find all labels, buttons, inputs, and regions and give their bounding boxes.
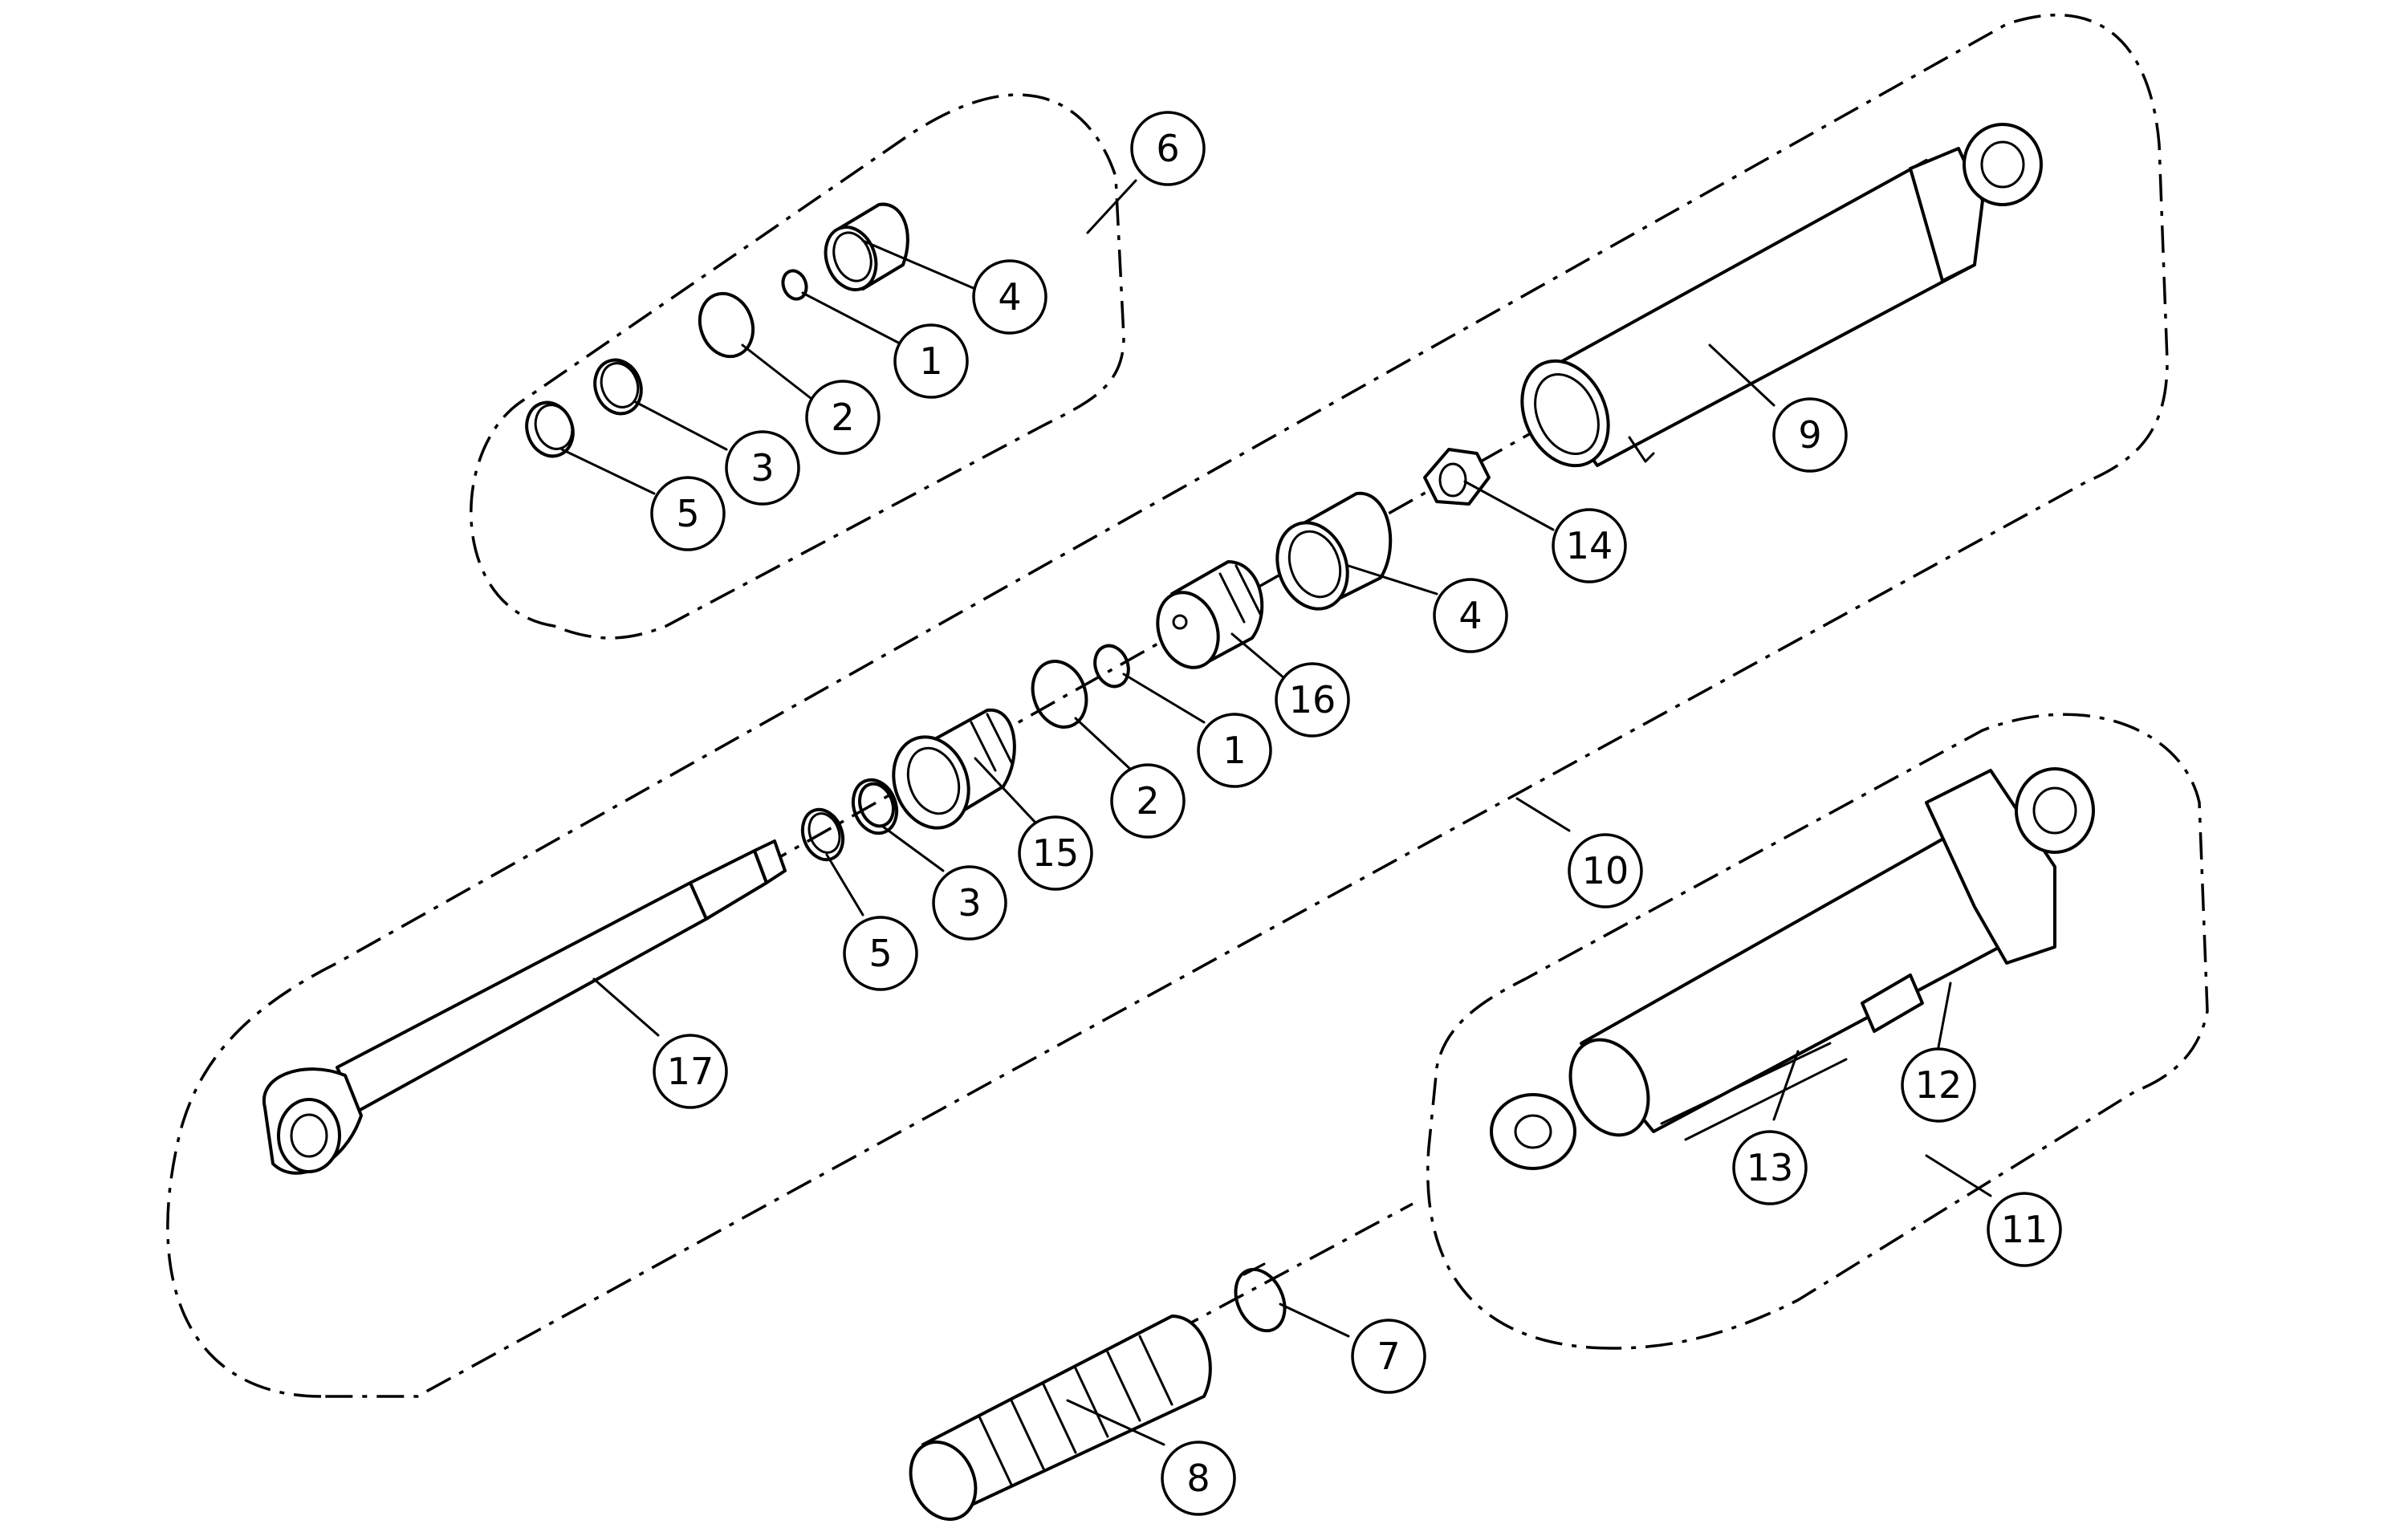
svg-text:7: 7: [1377, 1335, 1400, 1378]
o-ring-1: [1093, 644, 1130, 689]
svg-text:3: 3: [958, 881, 981, 925]
callout-15: 15: [1018, 815, 1093, 891]
callout-10: 10: [1568, 833, 1643, 908]
svg-text:16: 16: [1289, 678, 1336, 721]
o-ring-2-kit: [698, 291, 755, 359]
callout-3: 3: [725, 430, 800, 506]
leader-lines: [560, 179, 1992, 1446]
piston-rod-17: [262, 839, 787, 1175]
svg-text:5: 5: [868, 932, 892, 975]
callout-7: 7: [1351, 1319, 1426, 1394]
bushing-4: [1275, 491, 1393, 611]
seal-5: [800, 807, 845, 862]
seal-5-kit: [525, 400, 575, 458]
callout-1: 1: [1197, 713, 1272, 788]
callout-4: 4: [1433, 578, 1508, 653]
callout-5: 5: [843, 916, 918, 991]
bushing-4-kit: [824, 202, 909, 291]
callout-4: 4: [972, 259, 1047, 335]
svg-text:13: 13: [1747, 1146, 1794, 1189]
nut-14: [1423, 448, 1491, 506]
o-ring-1-kit: [781, 269, 808, 301]
callout-13: 13: [1732, 1130, 1808, 1205]
callout-12: 12: [1901, 1047, 1976, 1123]
svg-text:4: 4: [1458, 594, 1482, 637]
seal-3-kit: [593, 358, 643, 416]
piston-16: [1156, 560, 1264, 669]
callout-17: 17: [653, 1034, 728, 1109]
protective-boot-8: [909, 1315, 1212, 1522]
o-ring-2: [1031, 660, 1088, 729]
callout-1: 1: [893, 323, 969, 399]
svg-text:8: 8: [1186, 1457, 1210, 1500]
callout-11: 11: [1987, 1192, 2062, 1267]
callout-16: 16: [1275, 662, 1350, 738]
svg-text:15: 15: [1032, 831, 1080, 875]
svg-text:2: 2: [831, 396, 854, 439]
svg-text:10: 10: [1582, 849, 1629, 892]
callout-2: 2: [805, 380, 881, 455]
svg-text:2: 2: [1136, 779, 1159, 823]
svg-text:11: 11: [2001, 1208, 2048, 1251]
group-6-boundary: [470, 93, 1125, 640]
callout-3: 3: [932, 865, 1007, 941]
svg-text:5: 5: [676, 492, 699, 535]
callout-9: 9: [1772, 397, 1848, 473]
svg-text:1: 1: [1222, 729, 1246, 772]
seal-3: [851, 778, 899, 835]
clamp-7: [1234, 1262, 1287, 1333]
cylinder-barrel-9: [1520, 123, 2043, 468]
callout-5: 5: [650, 476, 726, 551]
group-10-boundary: [166, 14, 2169, 1398]
callout-2: 2: [1110, 763, 1186, 839]
callout-6: 6: [1130, 111, 1206, 186]
svg-text:1: 1: [919, 339, 942, 383]
callout-14: 14: [1552, 508, 1627, 583]
group-11-boundary: [1426, 713, 2209, 1350]
complete-cylinder-11: [1490, 767, 2095, 1170]
svg-text:12: 12: [1915, 1063, 1963, 1107]
svg-text:3: 3: [750, 446, 774, 490]
svg-text:9: 9: [1798, 413, 1821, 457]
svg-text:6: 6: [1156, 127, 1179, 170]
gland-15: [892, 708, 1016, 830]
svg-text:14: 14: [1566, 524, 1613, 567]
callout-8: 8: [1161, 1441, 1236, 1516]
svg-text:17: 17: [667, 1050, 714, 1093]
svg-text:4: 4: [998, 275, 1021, 319]
